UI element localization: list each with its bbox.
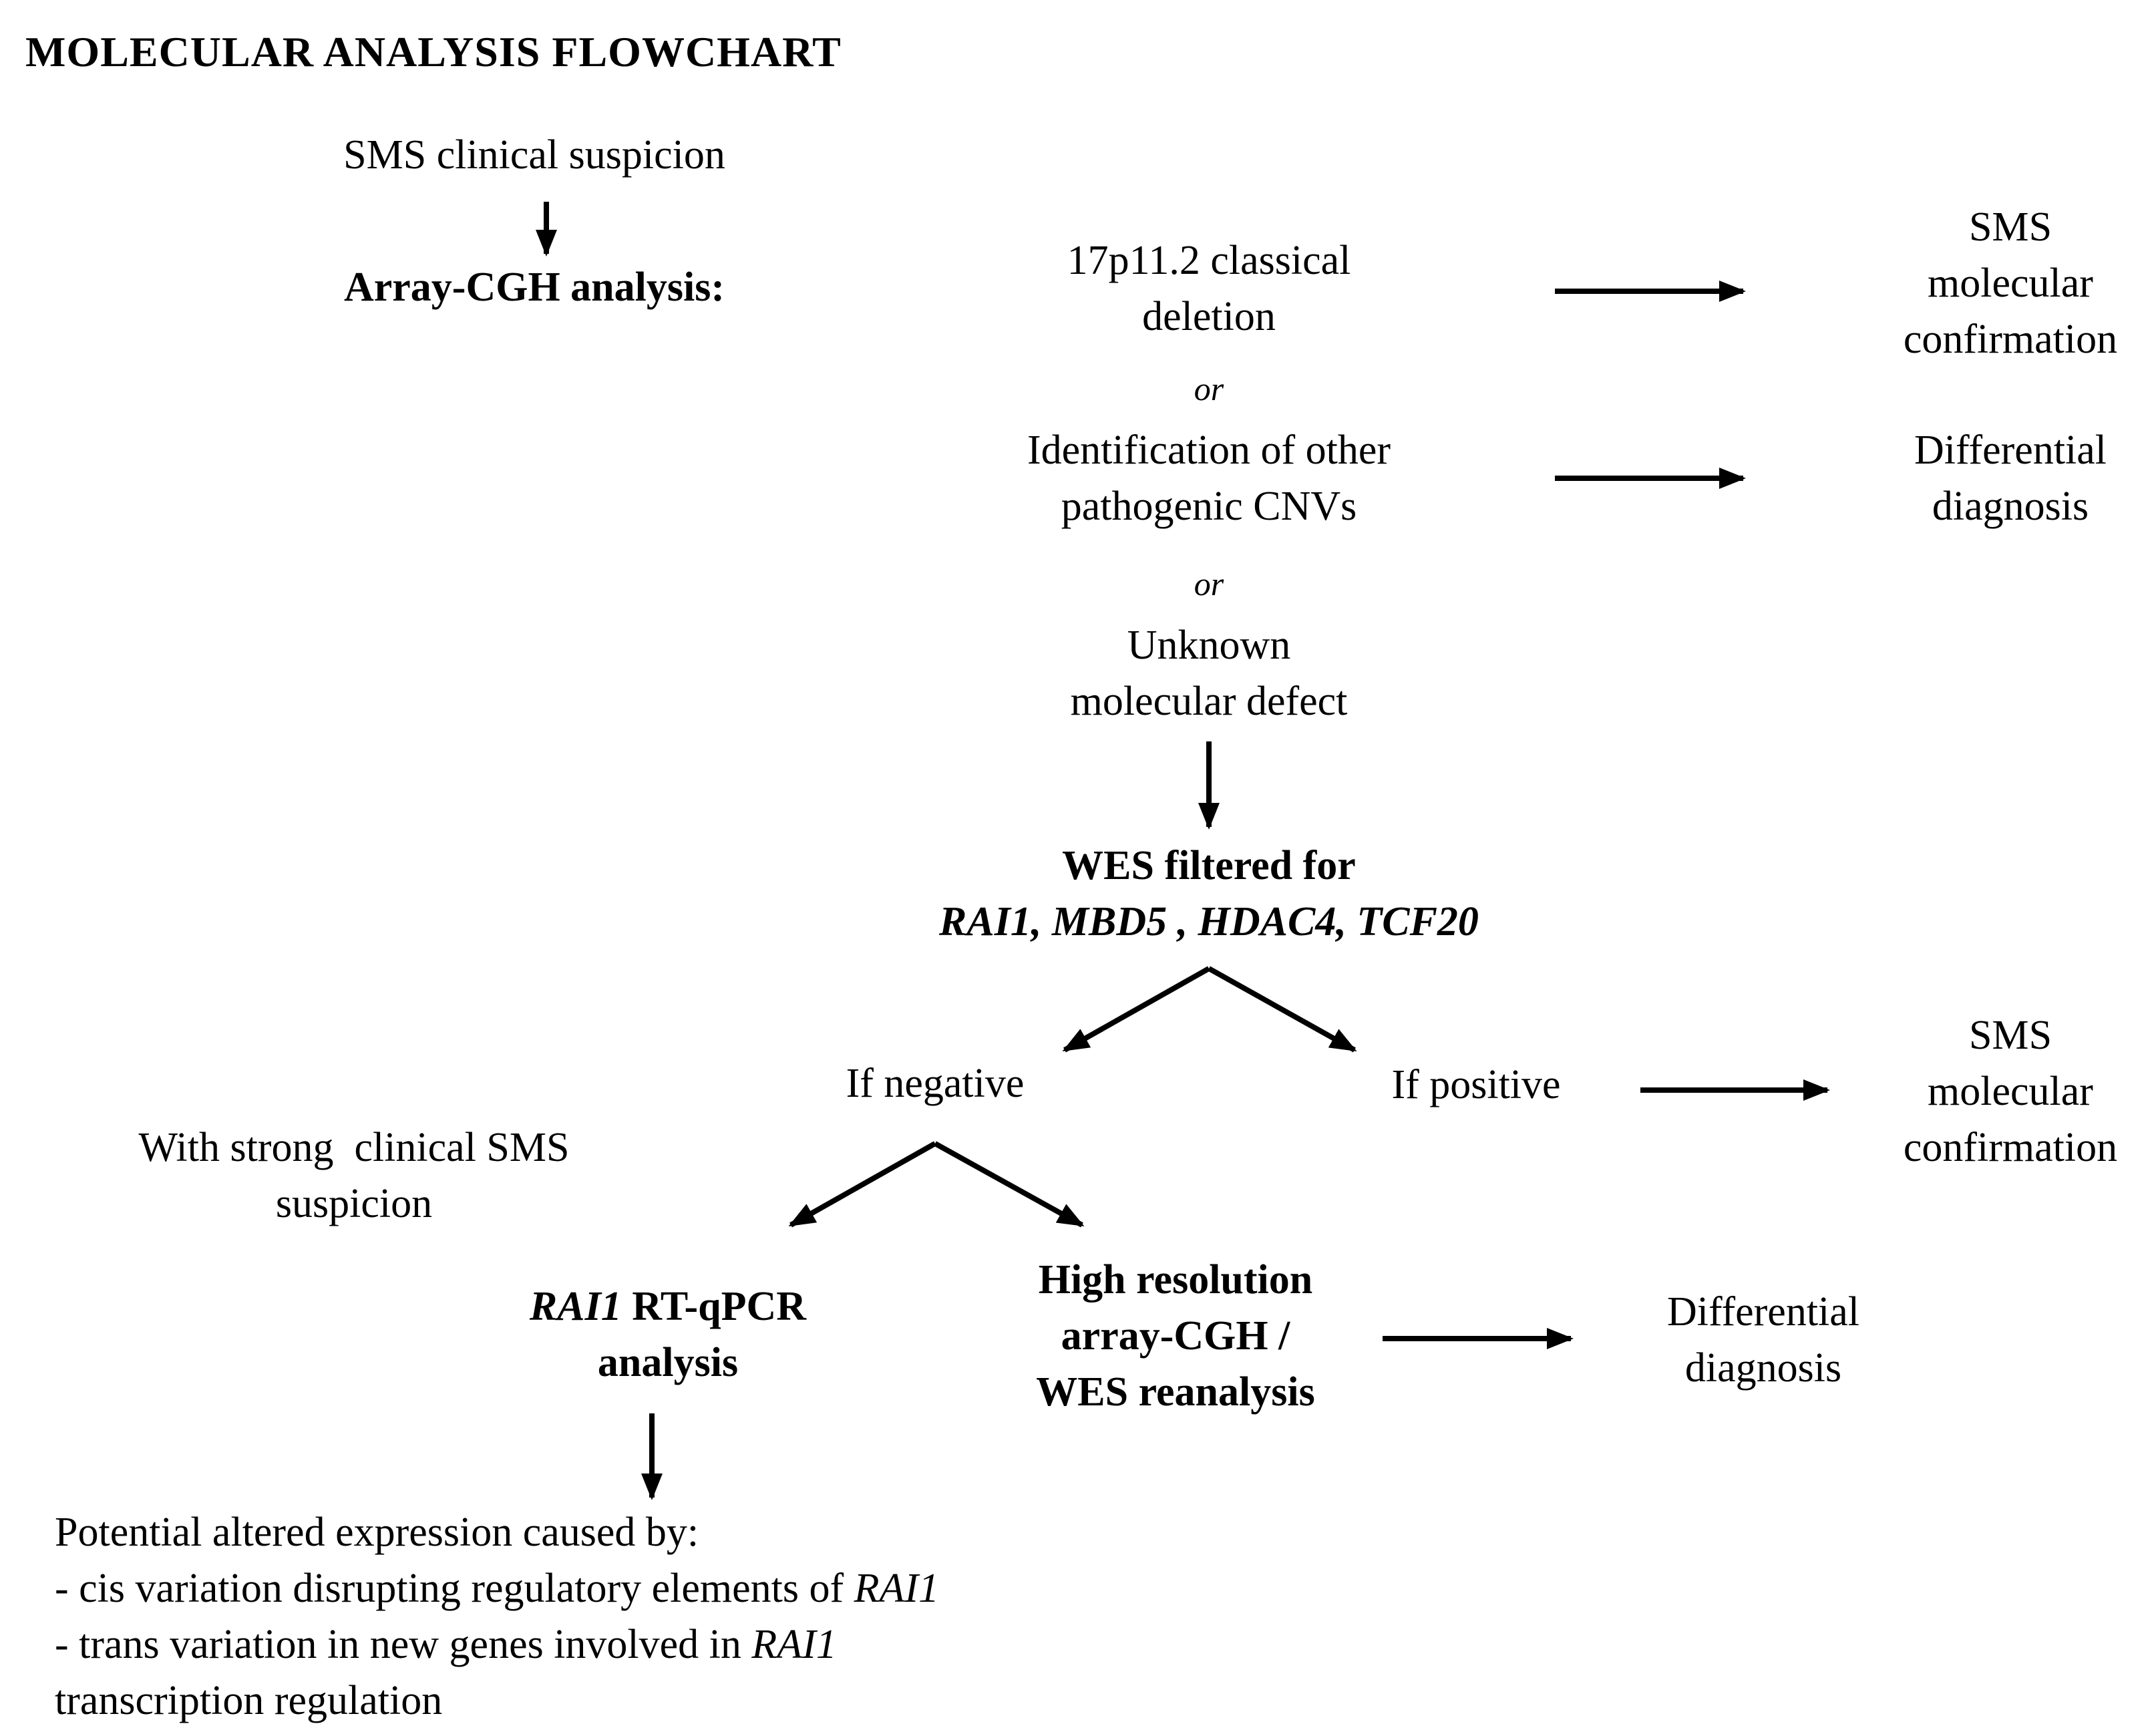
arrow-negative-to-rtqpcr (788, 1141, 936, 1228)
diff-diag-1-line1: Differential (1914, 427, 2107, 473)
wes-filtered-line1: WES filtered for (1062, 843, 1356, 888)
potential-altered-expression: Potential altered expression caused by: … (55, 1504, 939, 1729)
sms-confirmation-1: SMS molecular confirmation (1843, 199, 2156, 367)
arrow-wes-to-positive (1208, 966, 1357, 1053)
if-negative: If negative (846, 1061, 1025, 1106)
potential-line4: transcription regulation (55, 1678, 443, 1723)
if-positive: If positive (1391, 1062, 1561, 1107)
wes-genes: RAI1, MBD5 , HDAC4, TCF20 (939, 899, 1479, 944)
sms-clinical-suspicion: SMS clinical suspicion (343, 132, 725, 178)
potential-line3: - trans variation in new genes involved … (55, 1622, 752, 1667)
sms-confirm-1-line3: confirmation (1903, 317, 2118, 362)
arrow-wes-to-negative (1062, 966, 1210, 1053)
sms-confirm-2-line2: molecular (1928, 1069, 2093, 1114)
rt-qpcr-gene: RAI1 (529, 1284, 622, 1329)
sms-confirm-2-line3: confirmation (1903, 1125, 2118, 1170)
strong-suspicion-line2: suspicion (275, 1181, 433, 1226)
high-res-line3: WES reanalysis (1036, 1369, 1315, 1415)
potential-line2: - cis variation disrupting regulatory el… (55, 1566, 854, 1611)
diff-diag-2-line1: Differential (1666, 1289, 1860, 1335)
rt-qpcr-label: RT-qPCR (621, 1284, 807, 1329)
sms-confirm-1-line2: molecular (1928, 261, 2093, 306)
array-cgh-analysis: Array-CGH analysis: (343, 265, 725, 310)
classical-deletion: 17p11.2 classical deletion (935, 232, 1483, 345)
strong-suspicion-line1: With strong clinical SMS (138, 1125, 570, 1170)
high-res-line1: High resolution (1038, 1257, 1313, 1303)
or-label-2: or (1194, 565, 1224, 602)
differential-diagnosis-2: Differential diagnosis (1590, 1284, 1937, 1396)
potential-line1: Potential altered expression caused by: (55, 1510, 699, 1555)
rt-qpcr-line2: analysis (597, 1340, 739, 1385)
or-label-1: or (1194, 370, 1224, 407)
classical-deletion-line2: deletion (1142, 294, 1276, 339)
sms-confirmation-2: SMS molecular confirmation (1843, 1007, 2156, 1176)
unknown-line1: Unknown (1127, 623, 1291, 668)
unknown-molecular-defect: Unknown molecular defect (935, 617, 1483, 729)
sms-confirm-1-line1: SMS (1968, 204, 2052, 250)
strong-clinical-suspicion: With strong clinical SMS suspicion (67, 1119, 641, 1232)
high-resolution-array: High resolution array-CGH / WES reanalys… (955, 1252, 1396, 1420)
arrow-negative-to-highres (934, 1141, 1085, 1228)
high-res-line2: array-CGH / (1061, 1313, 1290, 1359)
other-cnvs: Identification of other pathogenic CNVs (935, 422, 1483, 534)
differential-diagnosis-1: Differential diagnosis (1843, 422, 2156, 534)
rai1-rt-qpcr: RAI1 RT-qPCR analysis (468, 1278, 868, 1391)
unknown-line2: molecular defect (1070, 679, 1348, 724)
classical-deletion-line1: 17p11.2 classical (1067, 238, 1351, 283)
wes-filtered: WES filtered for RAI1, MBD5 , HDAC4, TCF… (868, 838, 1550, 950)
diagram-title: MOLECULAR ANALYSIS FLOWCHART (25, 28, 842, 75)
other-cnvs-line2: pathogenic CNVs (1061, 484, 1357, 529)
diff-diag-1-line2: diagnosis (1932, 484, 2089, 529)
sms-confirm-2-line1: SMS (1968, 1013, 2052, 1058)
potential-line3-gene: RAI1 (751, 1622, 837, 1667)
diff-diag-2-line2: diagnosis (1684, 1345, 1842, 1391)
potential-line2-gene: RAI1 (854, 1566, 940, 1611)
other-cnvs-line1: Identification of other (1027, 427, 1391, 473)
